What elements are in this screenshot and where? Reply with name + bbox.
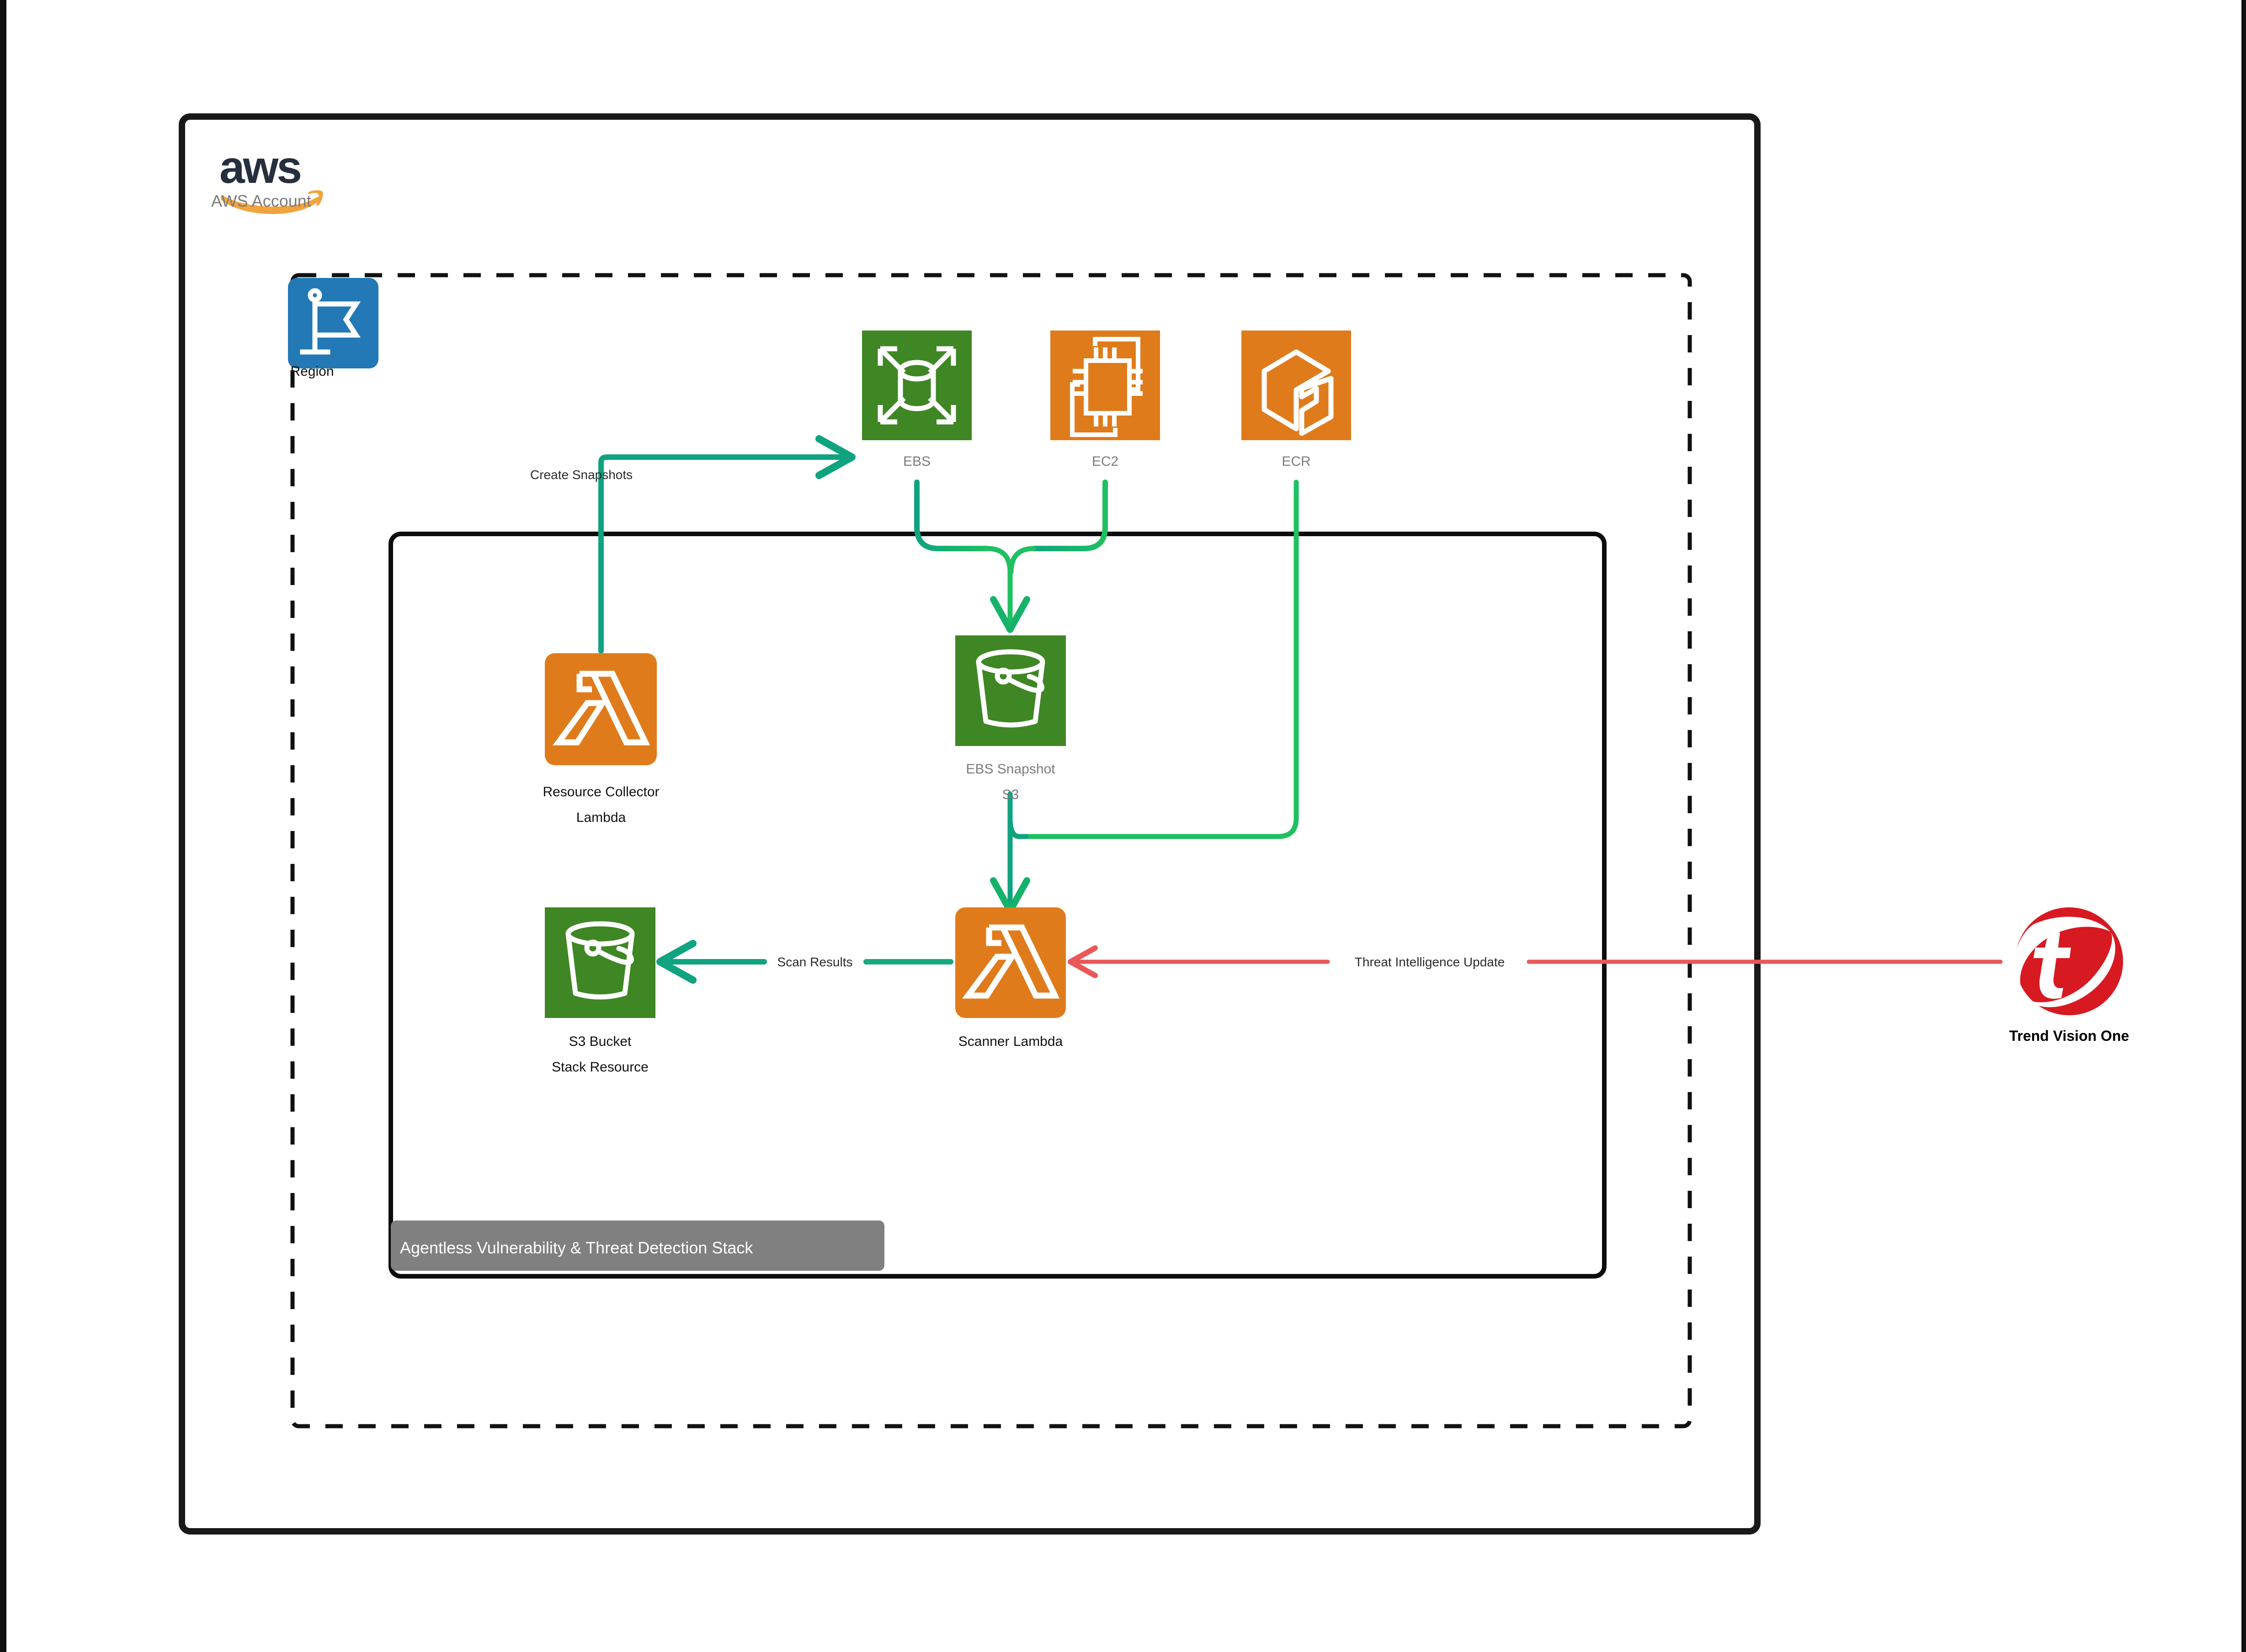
edge-merged-to-snapshot-line [985, 546, 1030, 633]
resource-collector-lambda-label-line2: Lambda [576, 810, 626, 825]
aws-account-frame [179, 113, 1761, 1535]
aws-account-frame-border [179, 113, 1761, 1535]
edge-scan-results-label: Scan Results [777, 955, 853, 969]
ebs-icon-tile[interactable] [862, 330, 972, 440]
aws-swoosh-tip [308, 190, 323, 206]
node-resource-collector-lambda[interactable] [545, 653, 657, 765]
aws-account-label: AWS Account [211, 192, 311, 210]
trend-micro-logo [2014, 917, 2115, 1007]
edge-ecr-to-scanner-line [1023, 480, 1299, 839]
region-frame [290, 273, 1692, 1428]
trend-swoosh-upper [2014, 917, 2110, 997]
ec2-instance-icon [1070, 337, 1143, 437]
edge-ec2-to-snapshot-line [1031, 480, 1108, 551]
node-ec2[interactable] [1050, 330, 1160, 440]
s3-bucket-stack-resource-label-line1: S3 Bucket [569, 1034, 632, 1049]
ebs-snapshot-s3-label-line1: EBS Snapshot [966, 762, 1055, 777]
edge-create-snapshots-line [598, 435, 856, 654]
stack-frame-border [389, 532, 1607, 1279]
s3-bucket-stack-resource-label-line2: Stack Resource [552, 1060, 649, 1075]
region-icon-tile [288, 278, 378, 368]
stack-badge: Agentless Vulnerability & Threat Detecti… [391, 1220, 884, 1271]
ebs-volume-icon [878, 346, 956, 425]
trend-swoosh-lower [2026, 932, 2115, 1007]
ecr-container-registry-icon [1261, 349, 1334, 436]
canvas-left-border [0, 0, 6, 1652]
region-flag-icon [288, 278, 378, 368]
ecr-label: ECR [1282, 454, 1310, 469]
edge-threat-intel-label: Threat Intelligence Update [1355, 955, 1505, 969]
edge-ebs-to-snapshot-line [914, 480, 990, 551]
scanner-lambda-label: Scanner Lambda [958, 1034, 1063, 1049]
edge-merge-joint [1008, 546, 1037, 575]
aws-logo: aws [219, 142, 323, 214]
stack-badge-label: Agentless Vulnerability & Threat Detecti… [400, 1238, 753, 1257]
node-scanner-lambda[interactable] [955, 907, 1066, 1018]
resource-collector-lambda-label-line1: Resource Collector [543, 784, 659, 799]
node-ebs[interactable] [862, 330, 972, 440]
s3-bucket-icon [976, 649, 1045, 728]
node-ecr[interactable] [1241, 330, 1351, 440]
s3-bucket-icon [565, 921, 635, 1000]
stack-badge-background [391, 1220, 884, 1271]
svg-text:aws: aws [219, 142, 300, 193]
ebs-label: EBS [903, 454, 931, 469]
node-s3-bucket-stack-resource[interactable] [545, 907, 655, 1018]
lambda-icon [553, 671, 650, 746]
lambda-icon [962, 924, 1060, 999]
trend-t-glyph [2033, 933, 2071, 999]
canvas-right-border [2241, 0, 2246, 1652]
node-ebs-snapshot-s3[interactable] [955, 635, 1066, 746]
ec2-label: EC2 [1092, 454, 1118, 469]
region-frame-border [290, 273, 1692, 1428]
trend-vision-one-label: Trend Vision One [2009, 1028, 2129, 1044]
aws-smile-swoosh [220, 195, 320, 214]
ebs-snapshot-s3-label-line2: S3 [1002, 787, 1019, 802]
stack-frame [389, 532, 1607, 1279]
region-label: Region [290, 364, 334, 379]
node-trend-vision-one[interactable] [2014, 907, 2123, 1015]
edge-create-snapshots-label: Create Snapshots [530, 468, 633, 482]
